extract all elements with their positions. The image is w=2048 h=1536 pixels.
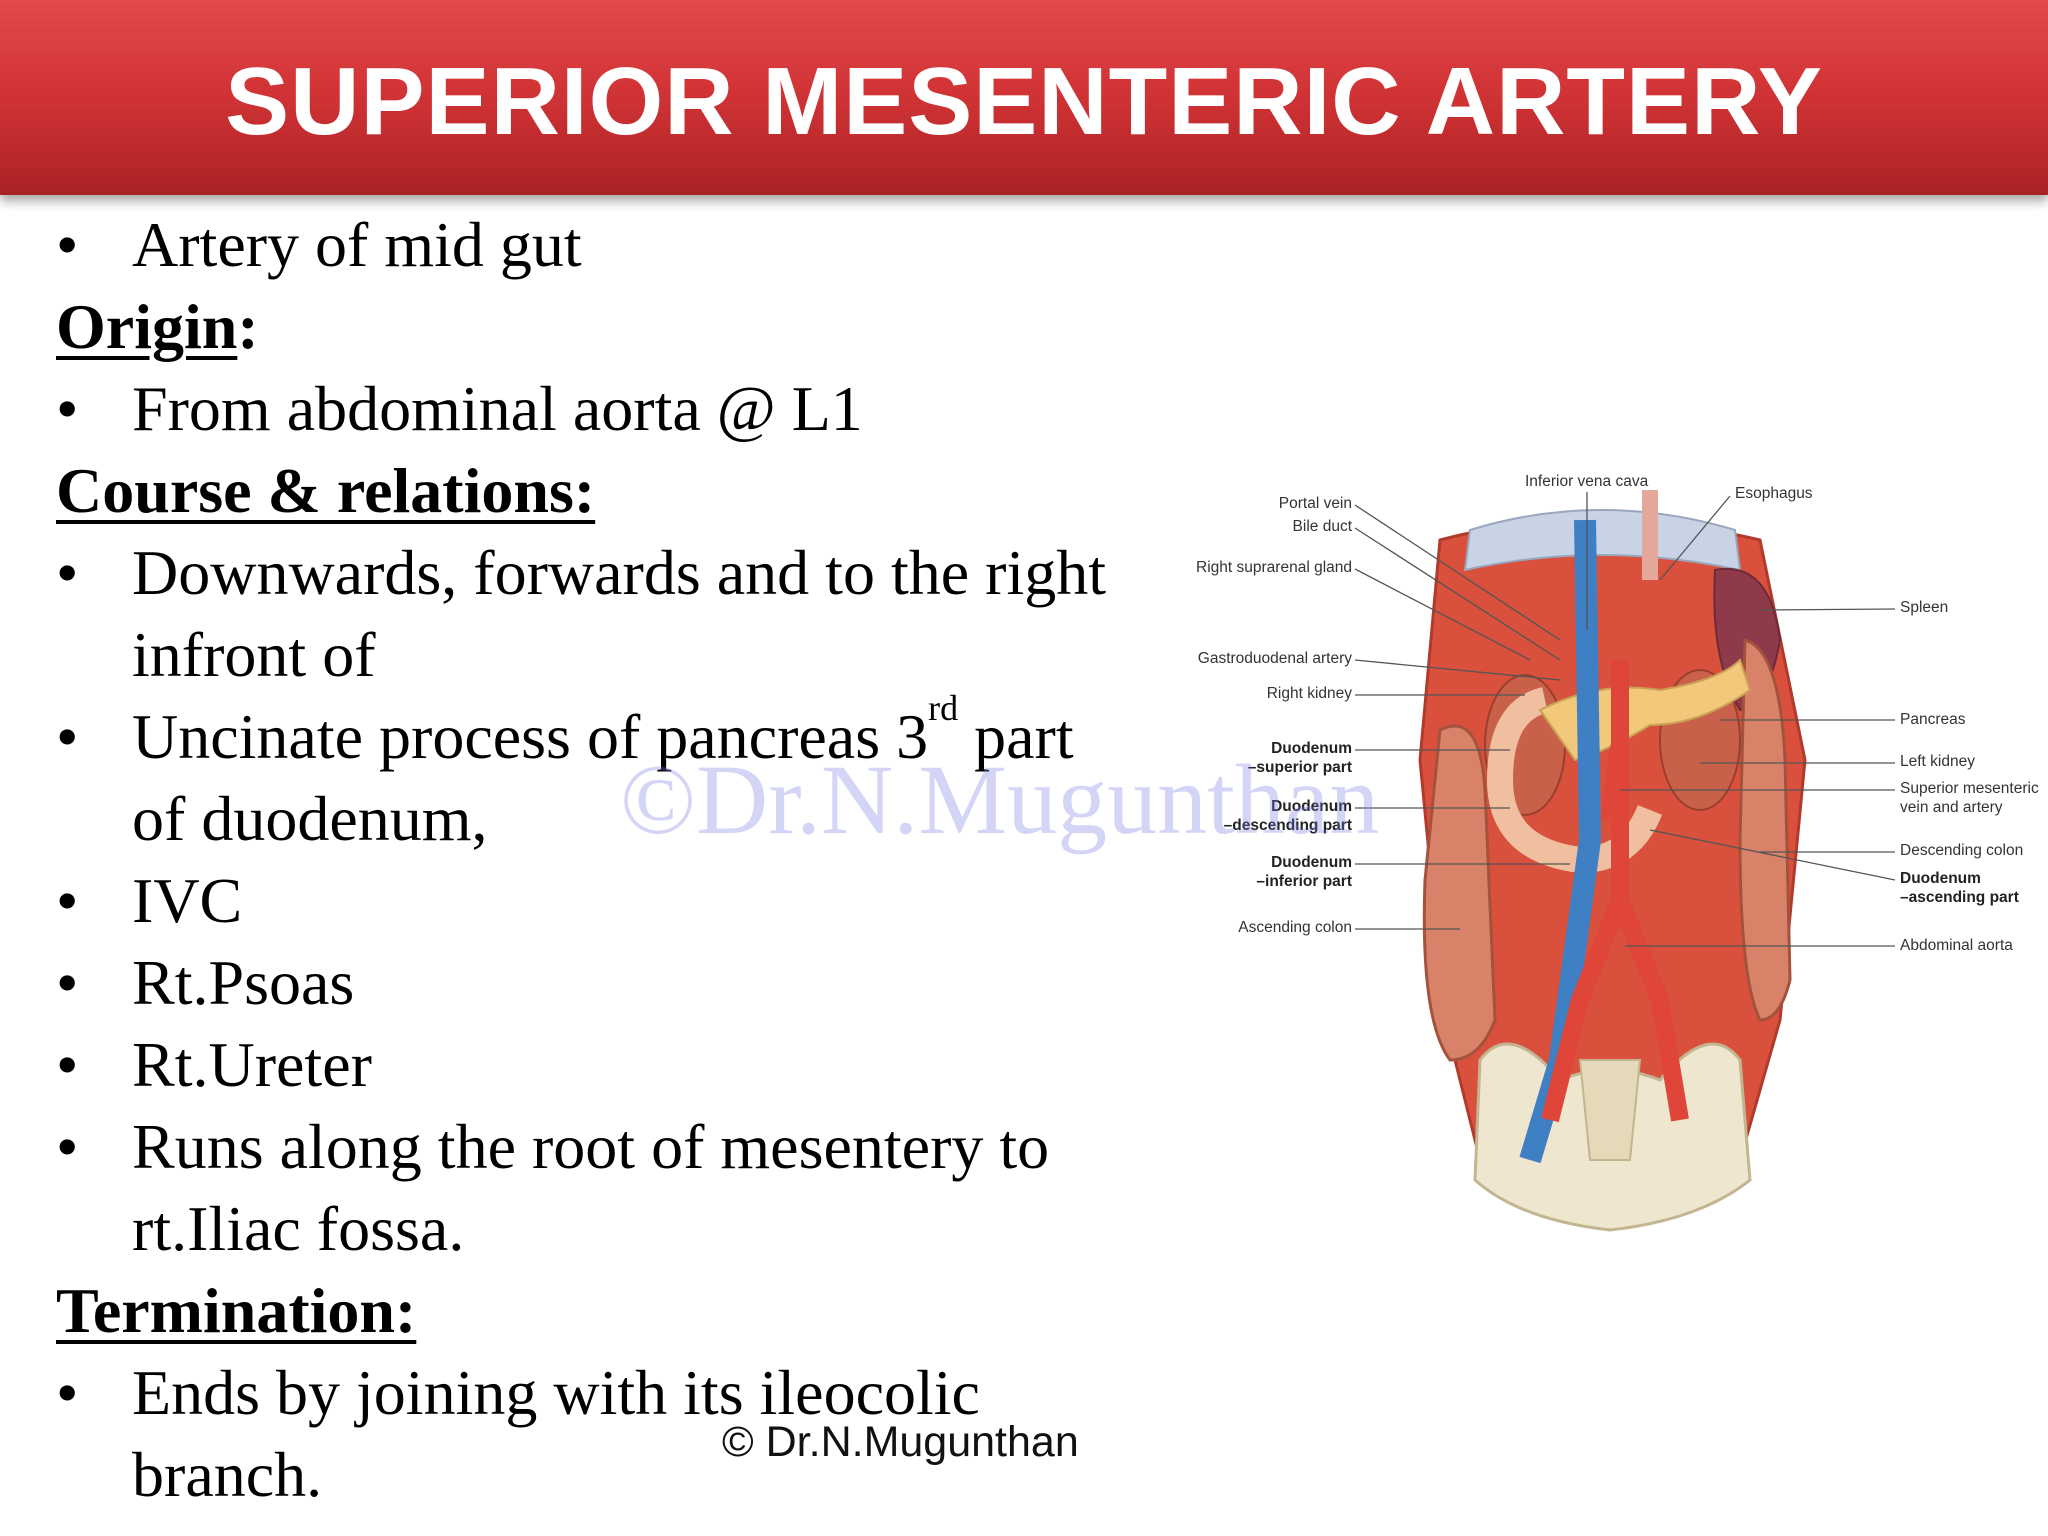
list-item-text: Rt.Ureter [132,1029,372,1100]
origin-heading-colon: : [237,291,259,362]
termination-heading-text: Termination: [56,1275,417,1346]
anatomy-illustration [1418,490,1807,1232]
bullet: • [56,1029,79,1100]
list-item-text: Rt.Psoas [132,947,355,1018]
bullet: • [56,373,79,444]
list-item-text: rt.Iliac fossa. [132,1193,465,1264]
label-superior-mesenteric: Superior mesenteric vein and artery [1900,779,2039,817]
label-descending-colon: Descending colon [1900,842,2024,859]
bullet: • [56,865,79,936]
label-duodenum-ascending: Duodenum –ascending part [1900,869,2019,907]
title-bar: SUPERIOR MESENTERIC ARTERY [0,0,2048,195]
label-line: Duodenum [1271,854,1352,871]
label-pancreas: Pancreas [1900,711,1966,728]
text-part: part [958,701,1074,772]
label-line: Duodenum [1271,740,1352,757]
anatomy-figure: Inferior vena cava Esophagus Portal vein… [1180,460,2048,1260]
copyright-notice: © Dr.N.Mugunthan [722,1418,1079,1466]
label-line: –superior part [1247,759,1352,776]
origin-heading: Origin: [56,286,259,368]
leader-line [1354,568,1531,661]
label-ascending-colon: Ascending colon [1238,919,1352,936]
label-line: Duodenum [1271,798,1352,815]
label-gastroduodenal-artery: Gastroduodenal artery [1197,650,1352,667]
bullet: • [56,537,79,608]
course-heading-text: Course & relations: [56,455,596,526]
bullet: • [56,947,79,1018]
aorta [1541,660,1689,1123]
leader-line [1354,659,1561,681]
bullet: • [56,209,79,280]
list-item-text: Artery of mid gut [132,209,582,280]
label-left-kidney: Left kidney [1900,753,1975,770]
leader-lines [1354,492,1896,947]
label-esophagus: Esophagus [1735,485,1813,502]
origin-heading-text: Origin [56,291,238,362]
list-item-text: Downwards, forwards and to the right [132,537,1106,608]
leader-line [1354,504,1561,641]
leader-line [1649,829,1896,881]
list-item-text: Ends by joining with its ileocolic [132,1357,980,1428]
list-item-text: of duodenum, [132,783,488,854]
list-item-text: Runs along the root of mesentery to [132,1111,1050,1182]
leader-line [1759,608,1896,611]
label-abdominal-aorta: Abdominal aorta [1900,937,2013,954]
bullet: • [56,701,79,772]
list-item-text: Uncinate process of pancreas 3rd part [132,690,1074,778]
superior-mesenteric-artery [1601,719,1624,821]
label-line: –descending part [1223,817,1352,834]
label-line: vein and artery [1900,799,2003,816]
list-item-text: branch. [132,1439,323,1510]
label-duodenum-descending: Duodenum –descending part [1180,797,1352,835]
list-item-text: infront of [132,619,376,690]
bullet: • [56,1357,79,1428]
label-line: –ascending part [1900,889,2019,906]
leader-line [1354,527,1561,661]
label-line: –inferior part [1256,873,1352,890]
label-right-kidney: Right kidney [1266,685,1352,702]
label-duodenum-inferior: Duodenum –inferior part [1180,853,1352,891]
label-duodenum-superior: Duodenum –superior part [1180,739,1352,777]
leader-line [1659,495,1731,581]
label-line: Duodenum [1900,870,1981,887]
slide-title: SUPERIOR MESENTERIC ARTERY [225,47,1823,155]
label-line: Superior mesenteric [1900,780,2039,797]
ascending-colon-shape [1422,724,1497,1062]
list-item-text: From abdominal aorta @ L1 [132,373,863,444]
ordinal-superscript: rd [928,688,959,728]
label-right-suprarenal-gland: Right suprarenal gland [1196,559,1352,576]
bullet: • [56,1111,79,1182]
text-part: Uncinate process of pancreas 3 [132,701,929,772]
descending-colon-shape [1738,638,1792,1022]
label-portal-vein: Portal vein [1278,495,1352,512]
course-heading: Course & relations: [56,450,595,532]
list-item-text: IVC [132,865,243,936]
label-bile-duct: Bile duct [1292,518,1352,535]
sacrum [1578,1059,1642,1161]
label-inferior-vena-cava: Inferior vena cava [1525,473,1649,490]
label-spleen: Spleen [1900,599,1949,616]
termination-heading: Termination: [56,1270,416,1352]
